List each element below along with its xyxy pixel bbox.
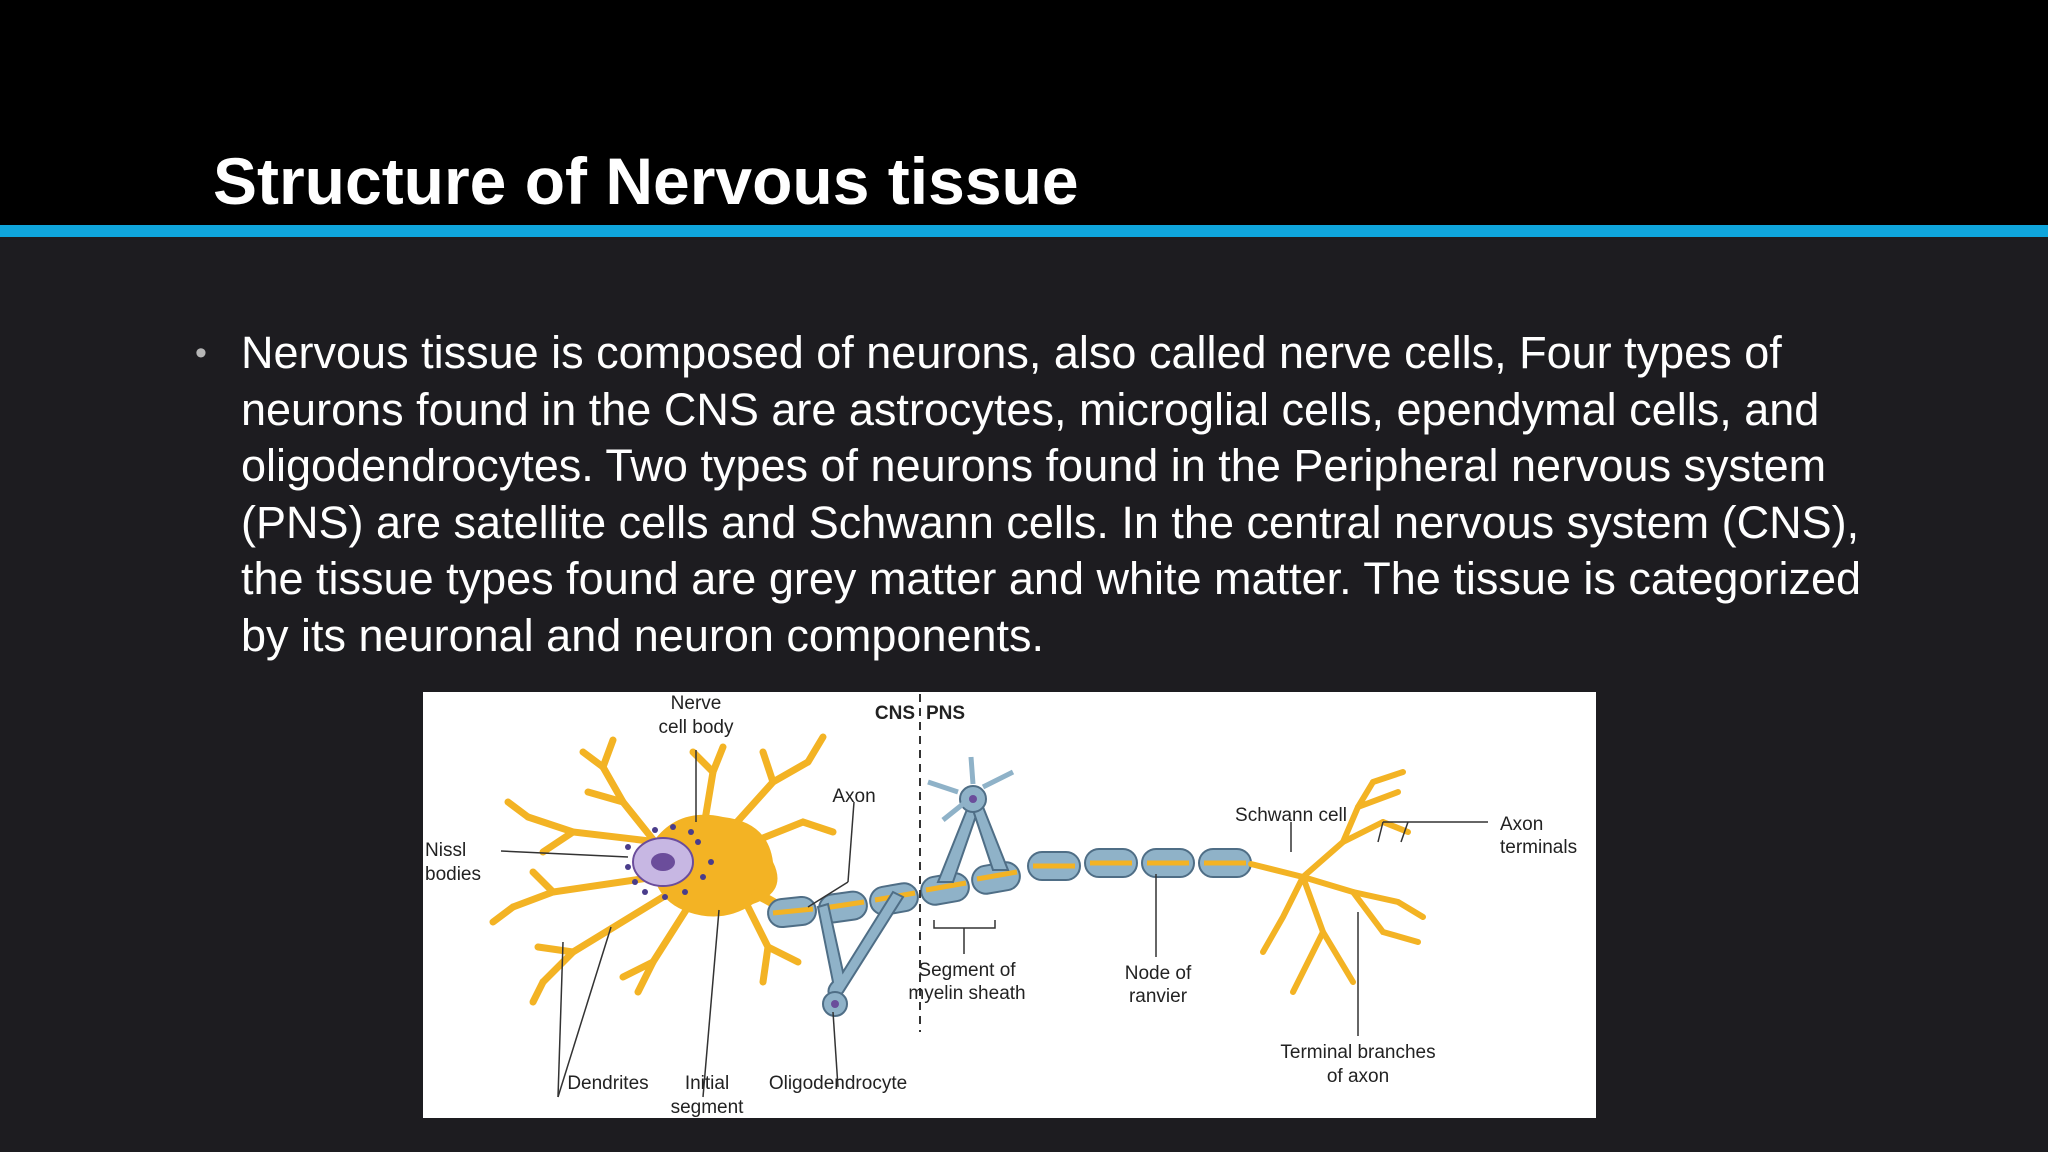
label-schwann-cell: Schwann cell [1235,805,1347,826]
bullet-text: Nervous tissue is composed of neurons, a… [241,327,1862,661]
label-ranvier: ranvier [1129,986,1188,1007]
label-node-of: Node of [1125,963,1192,984]
label-of-axon: of axon [1327,1066,1389,1087]
label-axon: Axon [832,786,875,807]
neuron-diagram: Nerve cell body CNS PNS Axon Nissl bodie… [423,692,1596,1118]
slide-title: Structure of Nervous tissue [213,144,1079,218]
neuron-diagram-svg: Nerve cell body CNS PNS Axon Nissl bodie… [425,693,1577,1118]
label-cns: CNS [875,703,915,724]
oligodendrocyte-drawing [816,756,1015,1017]
label-pns: PNS [926,703,965,724]
label-axon-terminals-1: Axon [1500,814,1543,835]
label-oligodendrocyte: Oligodendrocyte [769,1073,907,1094]
accent-rule [0,225,2048,237]
label-initial: Initial [685,1073,729,1094]
label-bodies: bodies [425,864,481,885]
nissl-bodies-drawing [625,824,714,900]
title-bar [0,0,2048,225]
label-nissl: Nissl [425,840,466,861]
label-myelin-sheath: myelin sheath [908,983,1025,1004]
bullet-item: • Nervous tissue is composed of neurons,… [195,325,1875,664]
label-dendrites: Dendrites [567,1073,648,1094]
dendrites-drawing [489,733,837,1006]
label-segment: segment [671,1097,745,1118]
label-terminal-branches: Terminal branches [1280,1042,1435,1063]
label-cell-body: cell body [659,717,734,738]
leader-lines [500,750,1488,1098]
label-axon-terminals-2: terminals [1500,837,1577,858]
label-nerve: Nerve [671,693,722,714]
bullet-marker: • [195,334,207,372]
terminal-branches-drawing [1248,769,1426,995]
label-segment-of: Segment of [918,960,1016,981]
